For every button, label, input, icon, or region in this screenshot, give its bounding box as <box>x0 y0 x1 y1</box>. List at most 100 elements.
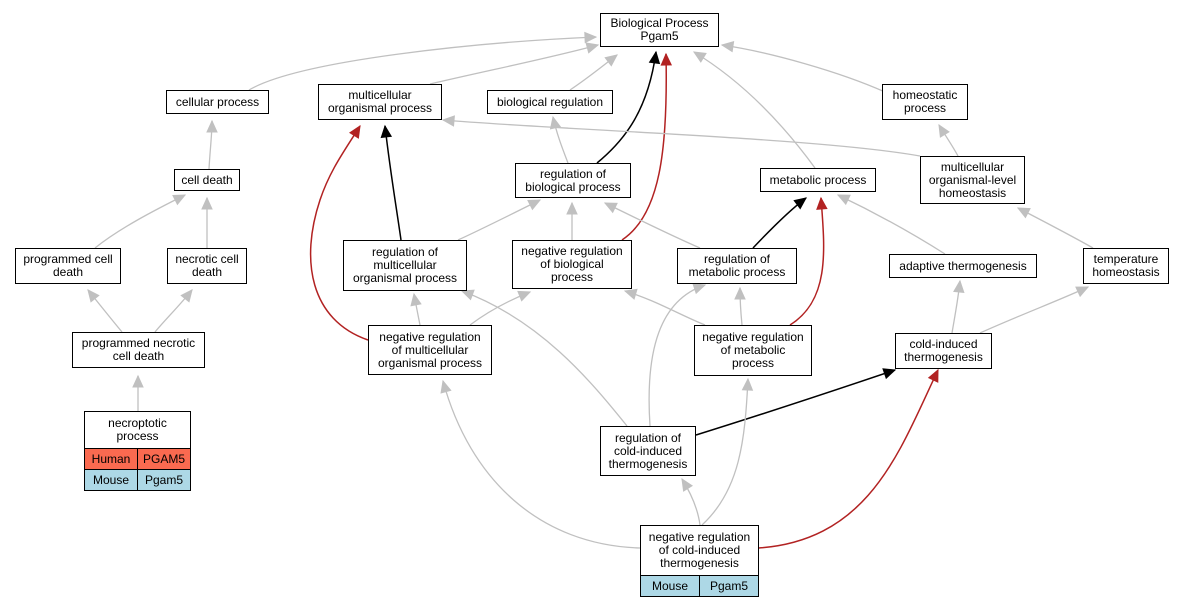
edge-necroptotic-process-to-programmed-necrotic-cell-death <box>132 374 144 411</box>
edge-negative-regulation-of-metabolic-process-to-metabolic-process <box>789 196 828 326</box>
edge-adaptive-thermogenesis-to-metabolic-process <box>836 194 946 255</box>
edge-homeostatic-process-to-bio-process <box>720 40 886 93</box>
edge-arrowhead <box>604 54 618 67</box>
edge-programmed-cell-death-to-cell-death <box>94 194 187 249</box>
node-regulation-of-multicellular-organismal-process[interactable]: regulation of multicellular organismal p… <box>343 240 467 291</box>
edge-arrowhead <box>720 40 735 53</box>
edge-line <box>457 199 541 241</box>
edge-negative-regulation-of-biological-process-to-regulation-of-biological-process <box>566 201 578 241</box>
node-necroptotic-process[interactable]: necroptotic process Human PGAM5 Mouse Pg… <box>84 411 191 491</box>
edge-arrowhead <box>793 197 807 210</box>
edge-arrowhead <box>441 115 455 127</box>
necroptotic-process-title: necroptotic process <box>108 416 167 443</box>
edge-line <box>621 53 668 241</box>
node-regulation-of-cold-induced-thermogenesis[interactable]: regulation of cold-induced thermogenesis <box>600 426 696 476</box>
edge-arrowhead <box>1016 207 1031 219</box>
node-programmed-cell-death[interactable]: programmed cell death <box>15 248 121 284</box>
node-regulation-of-metabolic-process[interactable]: regulation of metabolic process <box>677 248 797 284</box>
edge-arrowhead <box>566 201 578 215</box>
edge-line <box>596 51 657 164</box>
node-cellular-process[interactable]: cellular process <box>166 90 269 114</box>
edge-arrowhead <box>734 286 746 300</box>
species-cell-mouse: Mouse <box>641 576 699 596</box>
negative-regulation-of-cold-induced-thermogenesis-title: negative regulation of cold-induced ther… <box>648 530 751 570</box>
node-negative-regulation-of-multicellular-organismal-process[interactable]: negative regulation of multicellular org… <box>368 325 492 375</box>
edge-multicellular-organismal-level-homeostasis-to-homeostatic-process <box>938 123 959 157</box>
node-negative-regulation-of-metabolic-process[interactable]: negative regulation of metabolic process <box>694 325 812 376</box>
edge-arrowhead <box>938 123 950 138</box>
node-regulation-of-biological-process[interactable]: regulation of biological process <box>515 163 631 198</box>
edge-line <box>461 290 628 427</box>
edge-line <box>309 125 369 341</box>
node-metabolic-process[interactable]: metabolic process <box>760 168 876 192</box>
edge-regulation-of-biological-process-to-biological-regulation <box>549 115 569 164</box>
edge-negative-regulation-of-metabolic-process-to-negative-regulation-of-biological-process <box>623 288 706 326</box>
node-multicellular-organismal-level-homeostasis[interactable]: multicellular organismal-level homeostas… <box>920 156 1025 204</box>
node-homeostatic-process[interactable]: homeostatic process <box>882 84 968 120</box>
edge-line <box>701 378 749 526</box>
edge-arrowhead <box>692 51 707 63</box>
edge-multicellular-organismal-level-homeostasis-to-multicellular-organismal-process <box>441 115 921 157</box>
edge-arrowhead <box>349 124 361 139</box>
gene-cell-mouse: Pgam5 <box>699 576 758 596</box>
edge-regulation-of-cold-induced-thermogenesis-to-regulation-of-multicellular-organismal-process <box>460 289 628 427</box>
edge-line <box>693 51 816 169</box>
species-cell-mouse: Mouse <box>85 470 137 490</box>
node-multicellular-organismal-process[interactable]: multicellular organismal process <box>318 84 442 120</box>
node-cold-induced-thermogenesis[interactable]: cold-induced thermogenesis <box>895 333 992 369</box>
node-necrotic-cell-death[interactable]: necrotic cell death <box>167 248 247 284</box>
node-negative-regulation-of-biological-process[interactable]: negative regulation of biological proces… <box>512 240 632 289</box>
edge-arrowhead <box>660 52 673 66</box>
edge-regulation-of-multicellular-organismal-process-to-regulation-of-biological-process <box>457 199 542 241</box>
edge-negative-regulation-of-cold-induced-thermogenesis-to-regulation-of-cold-induced-thermogenesis <box>681 477 701 526</box>
edge-arrowhead <box>584 31 598 44</box>
edge-negative-regulation-of-multicellular-organismal-process-to-multicellular-organismal-process <box>309 124 369 341</box>
edge-line <box>429 44 599 85</box>
edge-temperature-homeostasis-to-multicellular-organismal-level-homeostasis <box>1016 207 1094 249</box>
edge-arrowhead <box>206 119 218 133</box>
edge-arrowhead <box>132 374 144 388</box>
edge-regulation-of-multicellular-organismal-process-to-multicellular-organismal-process <box>380 124 402 241</box>
edge-necrotic-cell-death-to-cell-death <box>201 196 213 249</box>
node-temperature-homeostasis[interactable]: temperature homeostasis <box>1083 248 1169 284</box>
node-cell-death[interactable]: cell death <box>174 169 240 191</box>
edge-line <box>94 194 186 249</box>
edge-regulation-of-cold-induced-thermogenesis-to-regulation-of-metabolic-process <box>648 283 707 427</box>
edge-line <box>758 369 939 549</box>
edge-line <box>604 202 701 249</box>
edge-negative-regulation-of-cold-induced-thermogenesis-to-negative-regulation-of-multicellular-organismal-process <box>440 379 641 549</box>
edge-arrowhead <box>1075 286 1090 298</box>
edge-cold-induced-thermogenesis-to-adaptive-thermogenesis <box>951 279 965 334</box>
node-programmed-necrotic-cell-death[interactable]: programmed necrotic cell death <box>72 332 205 368</box>
node-biological-process[interactable]: Biological Process Pgam5 <box>600 13 719 47</box>
edge-arrowhead <box>816 196 828 210</box>
node-negative-regulation-of-cold-induced-thermogenesis[interactable]: negative regulation of cold-induced ther… <box>640 525 759 597</box>
edge-arrowhead <box>741 377 754 391</box>
edge-line <box>1017 207 1094 249</box>
edge-line <box>721 44 886 93</box>
edge-line <box>248 36 597 91</box>
edge-line <box>442 119 921 157</box>
gene-row-mouse: Mouse Pgam5 <box>641 575 758 596</box>
edge-cellular-process-to-bio-process <box>248 31 598 91</box>
edge-negative-regulation-of-multicellular-organismal-process-to-negative-regulation-of-biological-process <box>469 290 532 326</box>
edge-cell-death-to-cellular-process <box>206 119 218 170</box>
edge-negative-regulation-of-multicellular-organismal-process-to-regulation-of-multicellular-organismal-process <box>410 292 422 326</box>
edge-regulation-of-biological-process-to-bio-process <box>596 50 661 164</box>
node-adaptive-thermogenesis[interactable]: adaptive thermogenesis <box>889 254 1037 278</box>
edge-line <box>695 369 896 436</box>
species-cell-human: Human <box>85 449 137 469</box>
edge-line <box>384 125 402 241</box>
node-biological-regulation[interactable]: biological regulation <box>487 90 613 114</box>
edge-negative-regulation-of-metabolic-process-to-regulation-of-metabolic-process <box>734 286 746 326</box>
edge-regulation-of-metabolic-process-to-regulation-of-biological-process <box>603 202 701 249</box>
edge-regulation-of-metabolic-process-to-metabolic-process <box>752 197 807 249</box>
edge-arrowhead <box>585 42 600 54</box>
edge-arrowhead <box>180 289 193 303</box>
edge-arrowhead <box>623 288 638 300</box>
edge-arrowhead <box>927 368 939 383</box>
edge-line <box>837 194 946 255</box>
gene-row-mouse: Mouse Pgam5 <box>85 469 190 490</box>
edge-regulation-of-cold-induced-thermogenesis-to-cold-induced-thermogenesis <box>695 368 897 436</box>
